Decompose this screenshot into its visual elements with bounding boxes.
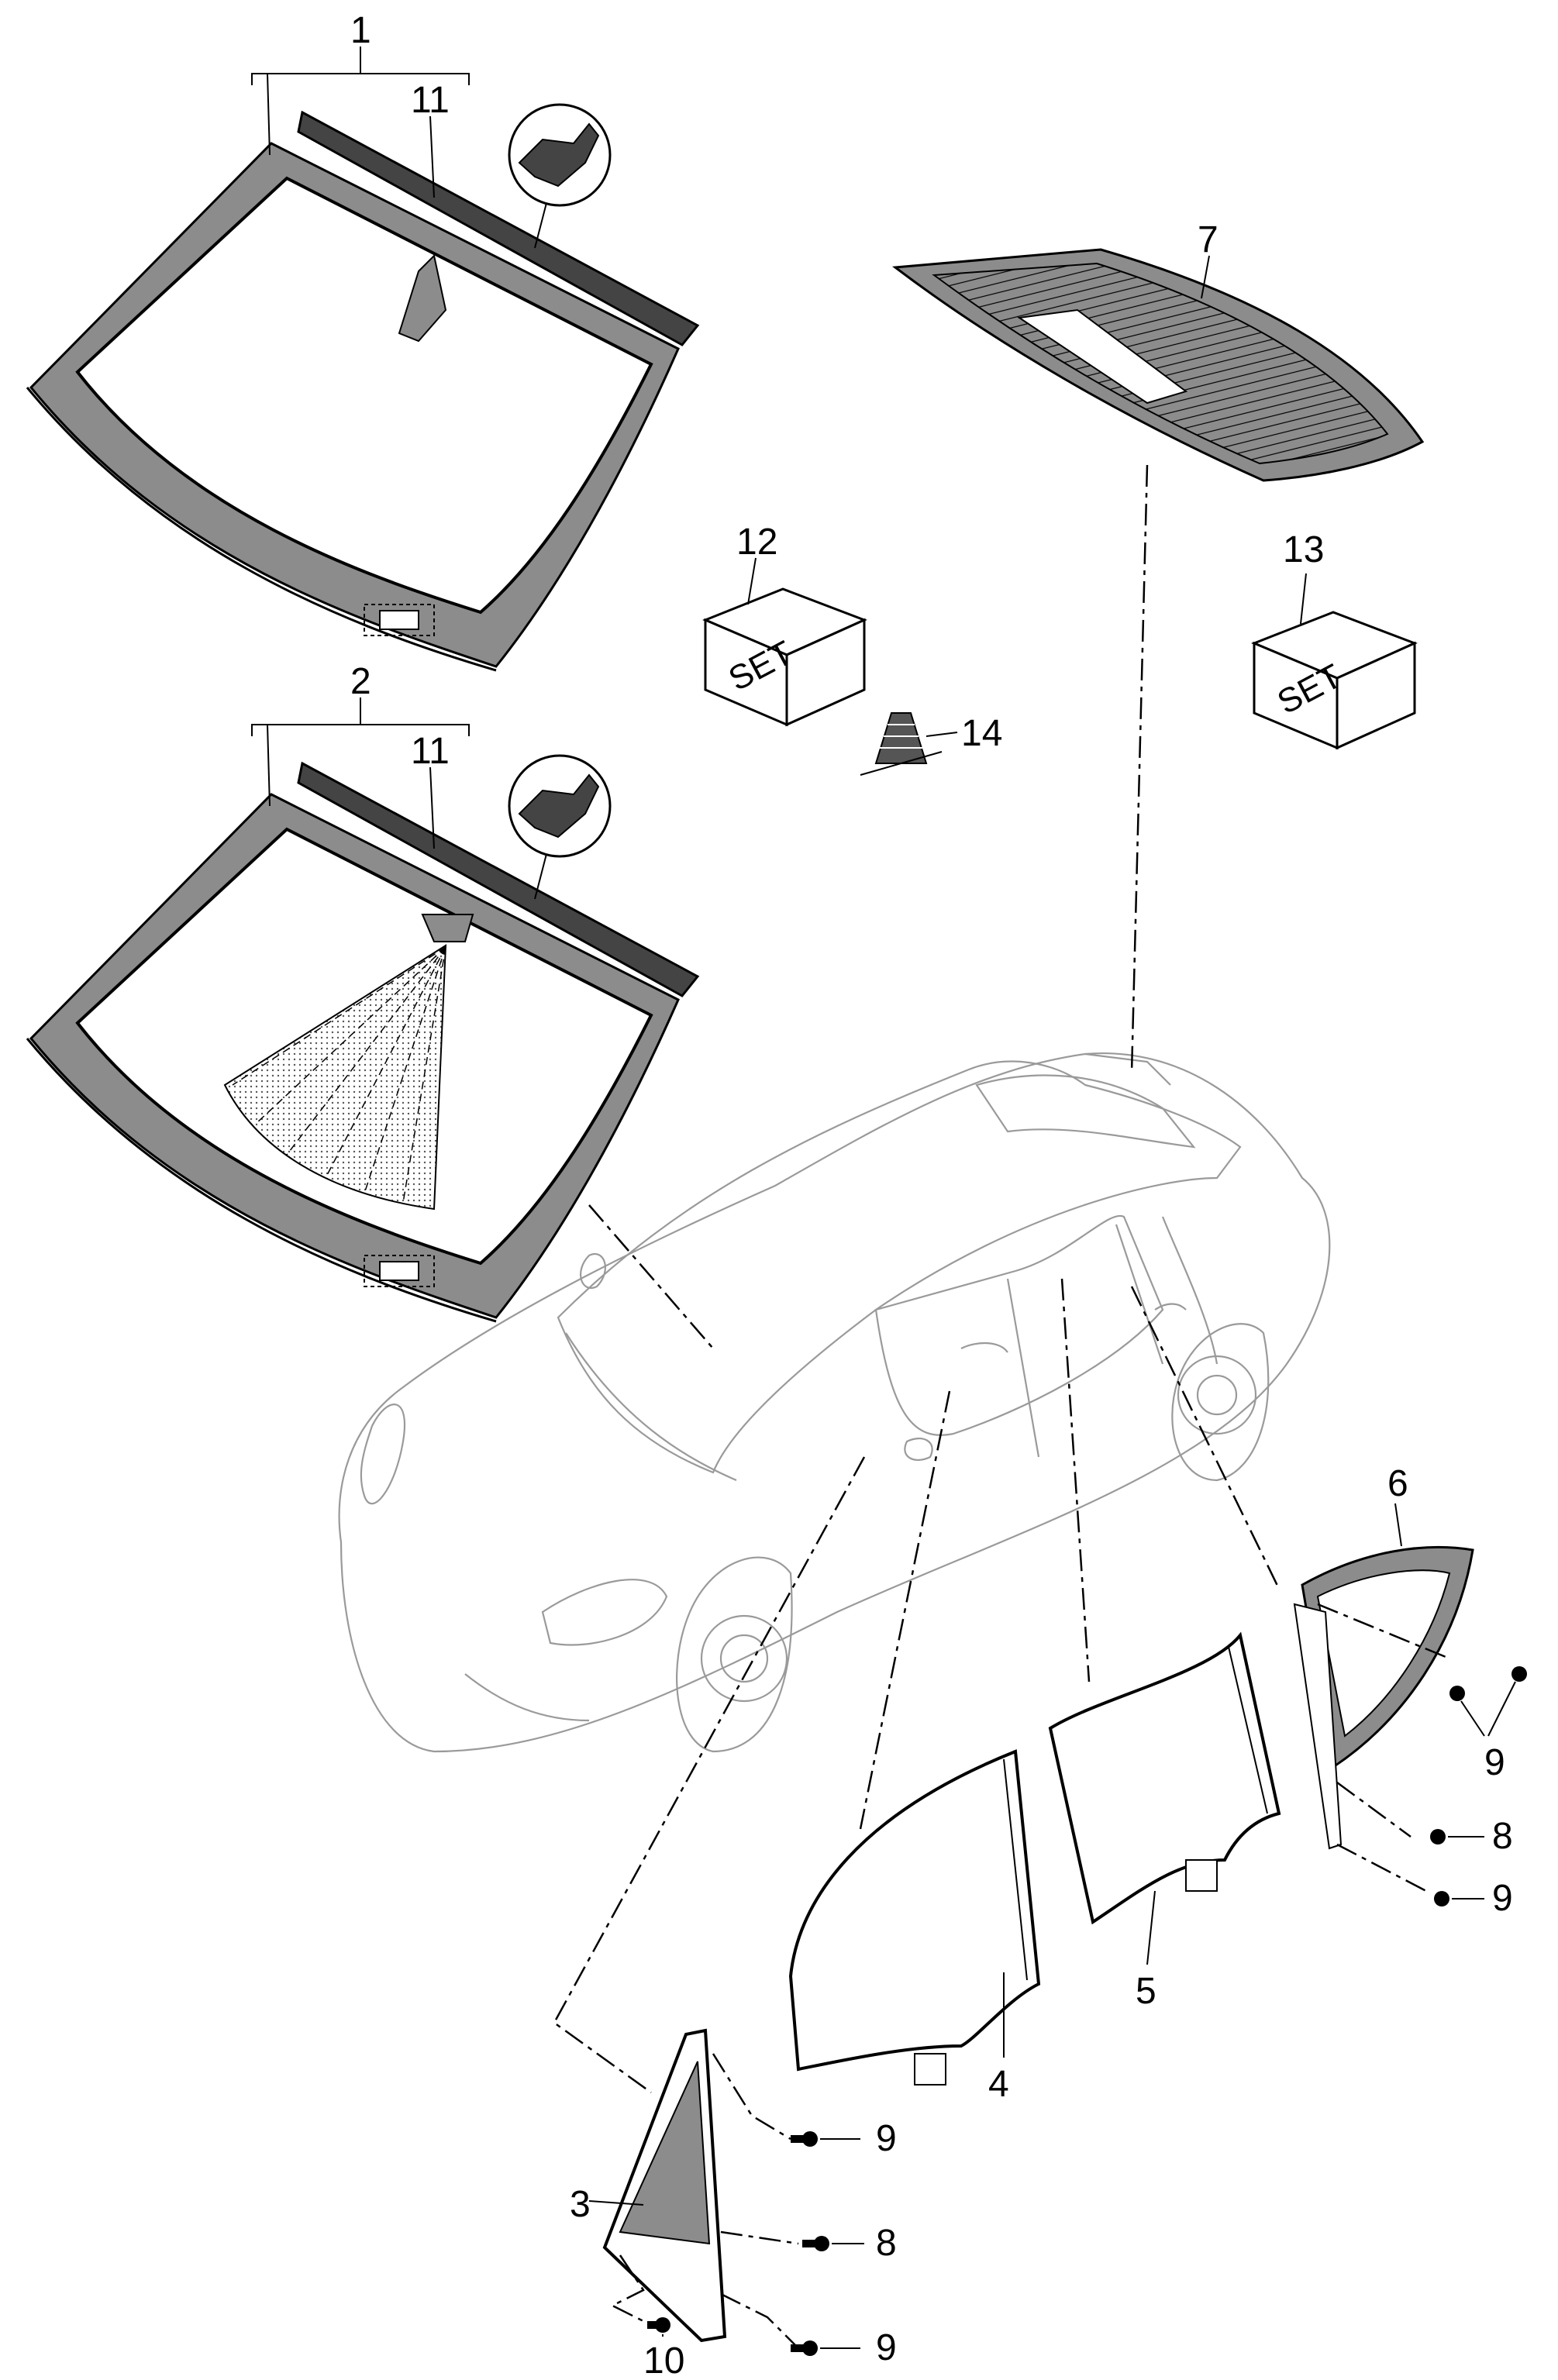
bolt-9d: 9 xyxy=(1434,1878,1513,1919)
bolt-9a: 9 xyxy=(791,2118,897,2159)
bolt-8b: 8 xyxy=(1430,1816,1513,1857)
leader-lines xyxy=(553,464,1450,2349)
label-14: 14 xyxy=(961,713,1002,754)
bolt-9c: 9 xyxy=(1449,1666,1527,1783)
windshield-2 xyxy=(26,761,700,1323)
kit-12: SET 12 xyxy=(702,522,867,727)
plug-14: 14 xyxy=(860,712,1002,776)
label-9d: 9 xyxy=(1492,1878,1513,1919)
label-3: 3 xyxy=(570,2184,591,2225)
label-8a: 8 xyxy=(876,2223,897,2264)
bolts: 9 8 9 10 9 8 xyxy=(643,1666,1527,2380)
label-6: 6 xyxy=(1387,1463,1408,1504)
label-2: 2 xyxy=(350,661,371,702)
label-9a: 9 xyxy=(876,2118,897,2159)
bolt-10: 10 xyxy=(643,2317,684,2380)
label-8b: 8 xyxy=(1492,1816,1513,1857)
label-4: 4 xyxy=(988,2064,1009,2105)
rear-door-glass: 5 xyxy=(1048,1631,1281,2012)
callout-2: 2 11 xyxy=(251,661,470,849)
molding-detail-2 xyxy=(508,754,612,900)
label-11a: 11 xyxy=(411,80,450,121)
callout-1: 1 11 xyxy=(251,10,470,198)
rear-quarter-glass: 6 xyxy=(1293,1463,1474,1850)
bolt-9b: 9 xyxy=(791,2327,897,2368)
front-door-glass: 4 xyxy=(788,1749,1041,2105)
label-13: 13 xyxy=(1283,529,1324,570)
molding-detail-1 xyxy=(508,103,612,249)
rear-window: 7 xyxy=(891,219,1425,482)
label-5: 5 xyxy=(1136,1971,1156,2012)
label-10: 10 xyxy=(643,2340,684,2380)
windshield-1 xyxy=(26,110,700,672)
label-9b: 9 xyxy=(876,2327,897,2368)
label-11b: 11 xyxy=(411,731,450,772)
bolt-8a: 8 xyxy=(802,2223,897,2264)
label-9c: 9 xyxy=(1484,1742,1505,1783)
label-1: 1 xyxy=(350,10,371,51)
label-7: 7 xyxy=(1198,219,1218,260)
label-12: 12 xyxy=(736,522,777,563)
kit-13: SET 13 xyxy=(1251,529,1418,750)
front-quarter-glass: 3 xyxy=(570,2028,727,2343)
car-outline xyxy=(338,1052,1331,1753)
